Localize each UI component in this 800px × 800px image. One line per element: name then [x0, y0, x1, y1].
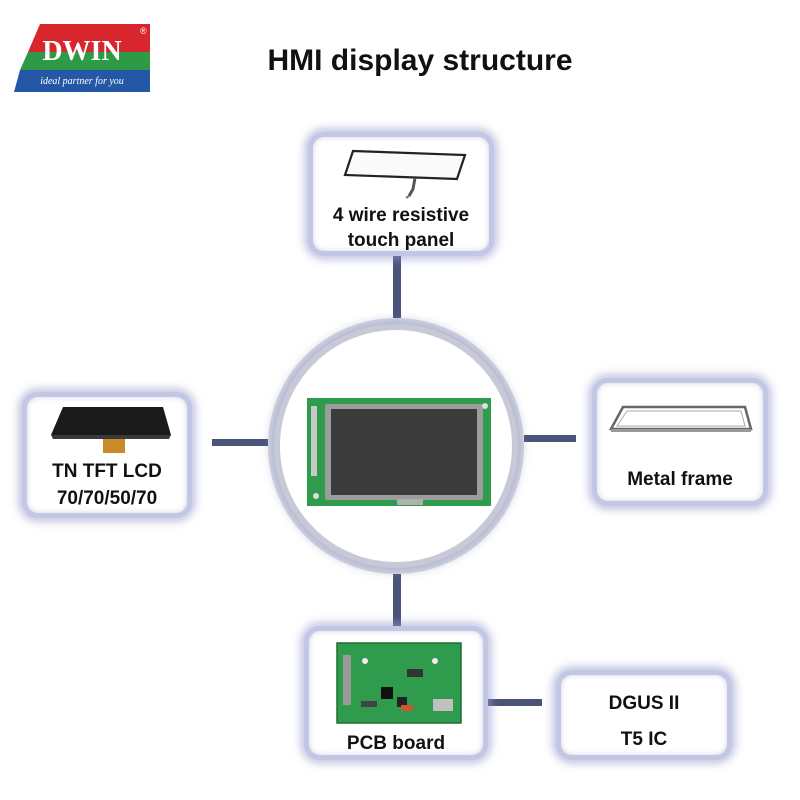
- hmi-display-icon: [307, 398, 491, 506]
- touch-panel-label-line1: 4 wire resistive: [332, 205, 470, 226]
- logo-tagline: ideal partner for you: [40, 76, 124, 87]
- center-circle: [274, 324, 518, 568]
- connector-bottom: [393, 574, 401, 628]
- connector-ic: [488, 699, 542, 706]
- lcd-panel-icon: [51, 407, 171, 453]
- connector-top: [393, 250, 401, 318]
- dwin-logo-icon: DWIN ® ideal partner for you: [14, 24, 150, 92]
- lcd-label-line1: TN TFT LCD: [52, 461, 162, 482]
- ic-label-line1: DGUS II: [608, 693, 680, 714]
- logo-brand: DWIN: [42, 36, 121, 67]
- connector-left: [212, 439, 268, 446]
- center-circle-frame: [268, 318, 524, 574]
- touch-panel-box: 4 wire resistive touch panel: [308, 132, 494, 256]
- logo-registered-mark: ®: [140, 26, 147, 36]
- dwin-logo: DWIN ® ideal partner for you: [14, 22, 150, 94]
- lcd-box: TN TFT LCD 70/70/50/70: [22, 392, 192, 518]
- metal-frame-label: Metal frame: [627, 469, 733, 490]
- lcd-label-line2: 70/70/50/70: [56, 488, 158, 509]
- connector-right: [524, 435, 576, 442]
- ic-box: DGUS II T5 IC: [556, 670, 732, 760]
- metal-frame-box: Metal frame: [592, 378, 768, 506]
- page-title: HMI display structure: [267, 44, 573, 77]
- pcb-board-box: PCB board: [304, 626, 488, 760]
- touch-panel-icon: [343, 149, 467, 199]
- ic-label-line2: T5 IC: [620, 729, 668, 750]
- touch-panel-label-line2: touch panel: [347, 230, 455, 251]
- metal-frame-icon: [609, 405, 753, 432]
- pcb-board-label: PCB board: [346, 733, 446, 754]
- pcb-board-icon: [336, 642, 462, 724]
